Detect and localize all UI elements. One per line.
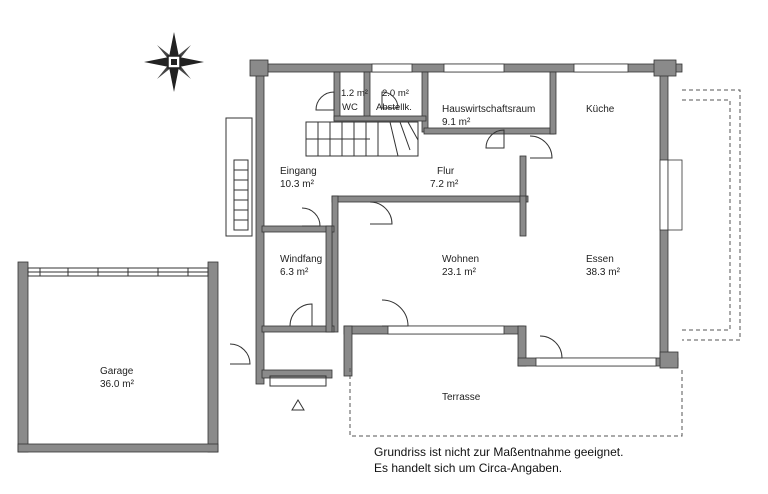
room-area-garage: 36.0 m² [100,379,135,390]
room-name-windfang: Windfang [280,254,322,265]
disclaimer-line-2: Es handelt sich um Circa-Angaben. [374,461,563,475]
room-name-wc: WC [342,102,358,113]
staircase [305,121,419,157]
room-area-flur: 7.2 m² [430,179,459,190]
room-name-eingang: Eingang [280,166,317,177]
room-area-abstellk: 2.0 m² [382,88,409,99]
room-labels: 1.2 m² WC 2.0 m² Abstellk. Hauswirtschaf… [100,88,621,403]
windows [371,63,683,367]
entrance [269,375,327,411]
room-name-essen: Essen [586,254,614,265]
room-area-wohnen: 23.1 m² [442,267,477,278]
room-name-abstellk: Abstellk. [376,102,412,113]
doors [229,91,563,365]
compass-rose-icon [144,32,204,92]
interior-walls [261,71,557,333]
room-area-wc: 1.2 m² [341,88,368,99]
side-stairs [225,117,253,237]
room-name-kueche: Küche [586,104,615,115]
disclaimer-note: Grundriss ist nicht zur Maßentnahme geei… [374,444,623,476]
room-name-wohnen: Wohnen [442,254,479,265]
room-name-flur: Flur [437,166,455,177]
garage-structure [17,261,219,453]
room-name-terrasse: Terrasse [442,392,481,403]
room-name-garage: Garage [100,366,134,377]
disclaimer-line-1: Grundriss ist nicht zur Maßentnahme geei… [374,445,624,459]
room-area-windfang: 6.3 m² [280,267,309,278]
room-area-essen: 38.3 m² [586,267,621,278]
room-name-hwr: Hauswirtschaftsraum [442,104,535,115]
room-area-eingang: 10.3 m² [280,179,315,190]
room-area-hwr: 9.1 m² [442,117,471,128]
dashed-outlines [349,89,741,437]
